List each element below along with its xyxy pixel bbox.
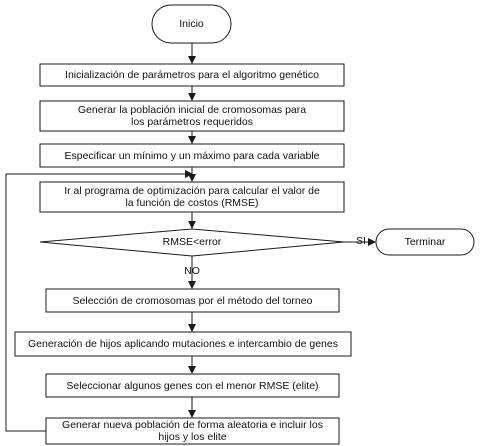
loop-back-arrow xyxy=(5,170,193,432)
process-optimization xyxy=(39,181,345,213)
process-offspring xyxy=(14,331,352,357)
decision-diamond xyxy=(39,228,345,257)
process-init-params xyxy=(39,63,345,87)
end-terminal xyxy=(375,228,475,256)
process-new-population xyxy=(45,417,340,445)
start-terminal xyxy=(151,4,232,44)
process-min-max xyxy=(39,143,345,168)
process-tournament xyxy=(45,288,340,313)
process-generate-population xyxy=(39,100,345,132)
process-elite xyxy=(45,373,340,398)
